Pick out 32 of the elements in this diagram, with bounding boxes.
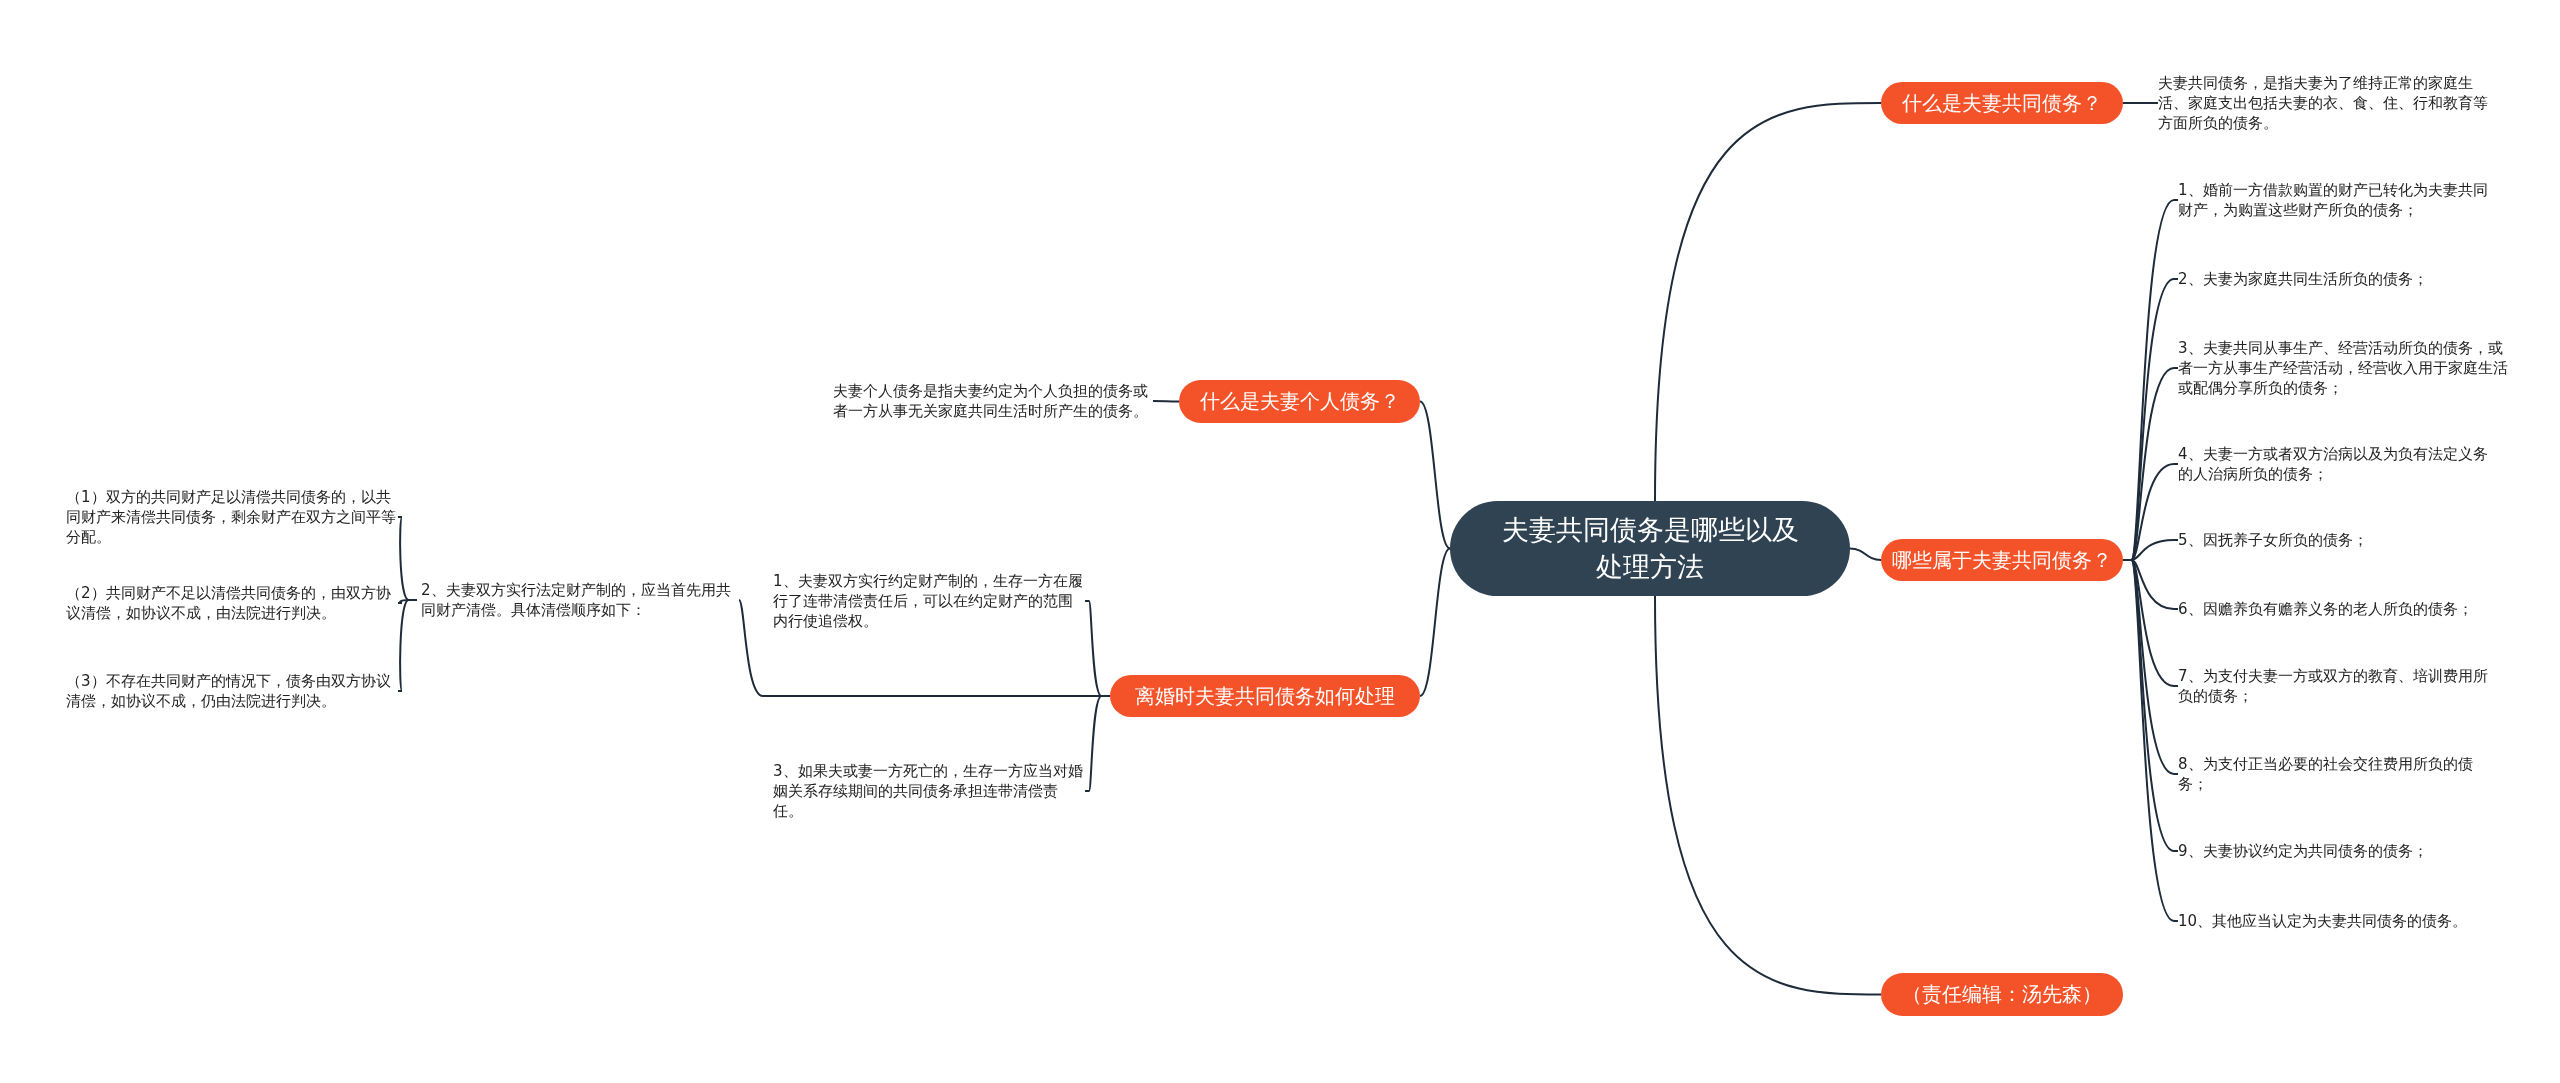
connector-line	[1654, 595, 1882, 996]
note-text: 1、婚前一方借款购置的财产已转化为夫妻共同财产，为购置这些财产所负的债务；	[2178, 178, 2498, 222]
topic-pill: 哪些属于夫妻共同债务？	[1881, 539, 2123, 581]
note-text: 2、夫妻为家庭共同生活所负的债务；	[2178, 266, 2498, 292]
connector-line	[2122, 102, 2159, 104]
note-text: 9、夫妻协议约定为共同债务的债务；	[2178, 838, 2498, 864]
note-text: （1）双方的共同财产足以清偿共同债务的，以共同财产来清偿共同债务，剩余财产在双方之间平等分配。	[66, 484, 398, 550]
note-text: 夫妻共同债务，是指夫妻为了维持正常的家庭生活、家庭支出包括夫妻的衣、食、住、行和教育等方面所负的债务。	[2158, 68, 2488, 138]
note-text: （3）不存在共同财产的情况下，债务由双方协议清偿，如协议不成，仍由法院进行判决。	[66, 669, 398, 713]
note-text: 3、如果夫或妻一方死亡的，生存一方应当对婚姻关系存续期间的共同债务承担连带清偿责任。	[773, 758, 1085, 824]
connector-line	[1654, 102, 1882, 502]
topic-pill: 什么是夫妻个人债务？	[1179, 380, 1420, 423]
note-text: 7、为支付夫妻一方或双方的教育、培训费用所负的债务；	[2178, 664, 2498, 708]
note-text: （2）共同财产不足以清偿共同债务的，由双方协议清偿，如协议不成，由法院进行判决。	[66, 581, 398, 625]
note-text: 2、夫妻双方实行法定财产制的，应当首先用共同财产清偿。具体清偿顺序如下：	[421, 578, 739, 622]
note-text: 3、夫妻共同从事生产、经营活动所负的债务，或者一方从事生产经营活动，经营收入用于家庭生活或配偶分享所负的债务；	[2178, 336, 2508, 400]
note-text: 10、其他应当认定为夫妻共同债务的债务。	[2178, 908, 2498, 934]
note-text: 夫妻个人债务是指夫妻约定为个人负担的债务或者一方从事无关家庭共同生活时所产生的债务。	[833, 368, 1153, 434]
connector-line	[1849, 547, 1882, 561]
note-text: 4、夫妻一方或者双方治病以及为负有法定义务的人治病所负的债务；	[2178, 442, 2498, 486]
connector-line	[1419, 400, 1451, 550]
topic-pill: 离婚时夫妻共同债务如何处理	[1110, 675, 1420, 717]
note-text: 6、因赡养负有赡养义务的老人所负的债务；	[2178, 596, 2498, 622]
central-topic: 夫妻共同债务是哪些以及处理方法	[1450, 501, 1850, 596]
note-text: 8、为支付正当必要的社会交往费用所负的债务；	[2178, 752, 2498, 796]
note-text: 1、夫妻双方实行约定财产制的，生存一方在履行了连带清偿责任后，可以在约定财产的范围内行使追偿权。	[773, 568, 1085, 634]
topic-pill: 什么是夫妻共同债务？	[1881, 82, 2123, 124]
connector-line	[1152, 400, 1180, 403]
connector-line	[397, 599, 418, 692]
topic-pill: （责任编辑：汤先森）	[1881, 973, 2123, 1016]
connector-line	[1419, 547, 1451, 697]
note-text: 5、因抚养子女所负的债务；	[2178, 527, 2498, 553]
